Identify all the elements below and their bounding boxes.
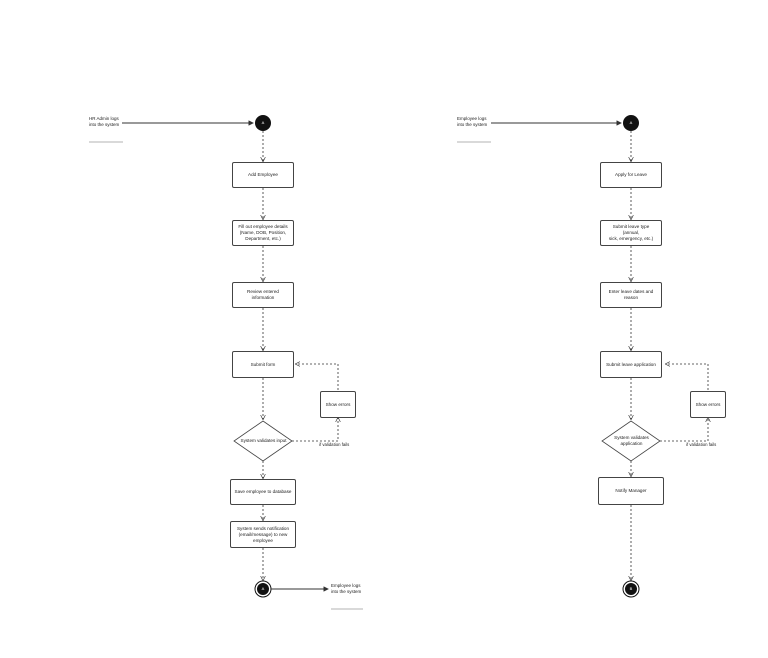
- left-step-save-employee: Save employee to database: [230, 479, 296, 505]
- left-step-add-employee: Add Employee: [232, 162, 294, 188]
- right-step-apply-leave: Apply for Leave: [600, 162, 662, 188]
- left-start-marker: A: [261, 120, 265, 125]
- right-start-note: Employee logs into the system: [457, 116, 488, 127]
- right-step-leave-dates: Enter leave dates and reason: [600, 282, 662, 308]
- left-fail-label: if validation fails: [319, 442, 350, 447]
- left-decision-label: System validates input: [240, 438, 287, 444]
- right-step-show-errors: Show errors: [690, 391, 726, 418]
- left-step-submit-form: Submit form: [232, 351, 294, 378]
- right-decision-label: System validates application: [614, 435, 649, 446]
- left-step-review-info: Review entered information: [232, 282, 294, 308]
- left-step-send-notification: System sends notification (email/message…: [230, 521, 296, 548]
- right-end-node-inner: [625, 583, 637, 595]
- right-step-leave-type: Submit leave type (annual, sick, emergen…: [600, 220, 662, 246]
- left-retry-edge: [296, 364, 339, 390]
- left-step-show-errors: Show errors: [320, 391, 356, 418]
- left-end-marker: A: [261, 586, 265, 591]
- left-start-note: HR Admin logs into the system: [89, 116, 120, 127]
- right-start-node: [623, 115, 639, 131]
- right-end-marker: B: [629, 586, 633, 591]
- right-start-marker: A: [629, 120, 633, 125]
- right-fail-label: if validation fails: [686, 442, 717, 447]
- left-step-fill-details: Fill out employee details (Name, DOB, Po…: [232, 220, 294, 246]
- right-retry-edge: [666, 364, 709, 390]
- left-fail-edge: [292, 418, 338, 442]
- left-end-note: Employee logs into the system: [331, 583, 362, 594]
- right-fail-edge: [660, 418, 708, 442]
- left-start-node: [255, 115, 271, 131]
- right-step-submit-application: Submit leave application: [600, 351, 662, 378]
- right-start-note-underline: [457, 141, 491, 143]
- left-end-node-inner: [257, 583, 269, 595]
- left-end-note-underline: [331, 608, 363, 610]
- right-step-notify-manager: Notify Manager: [598, 477, 664, 505]
- left-start-note-underline: [89, 141, 123, 143]
